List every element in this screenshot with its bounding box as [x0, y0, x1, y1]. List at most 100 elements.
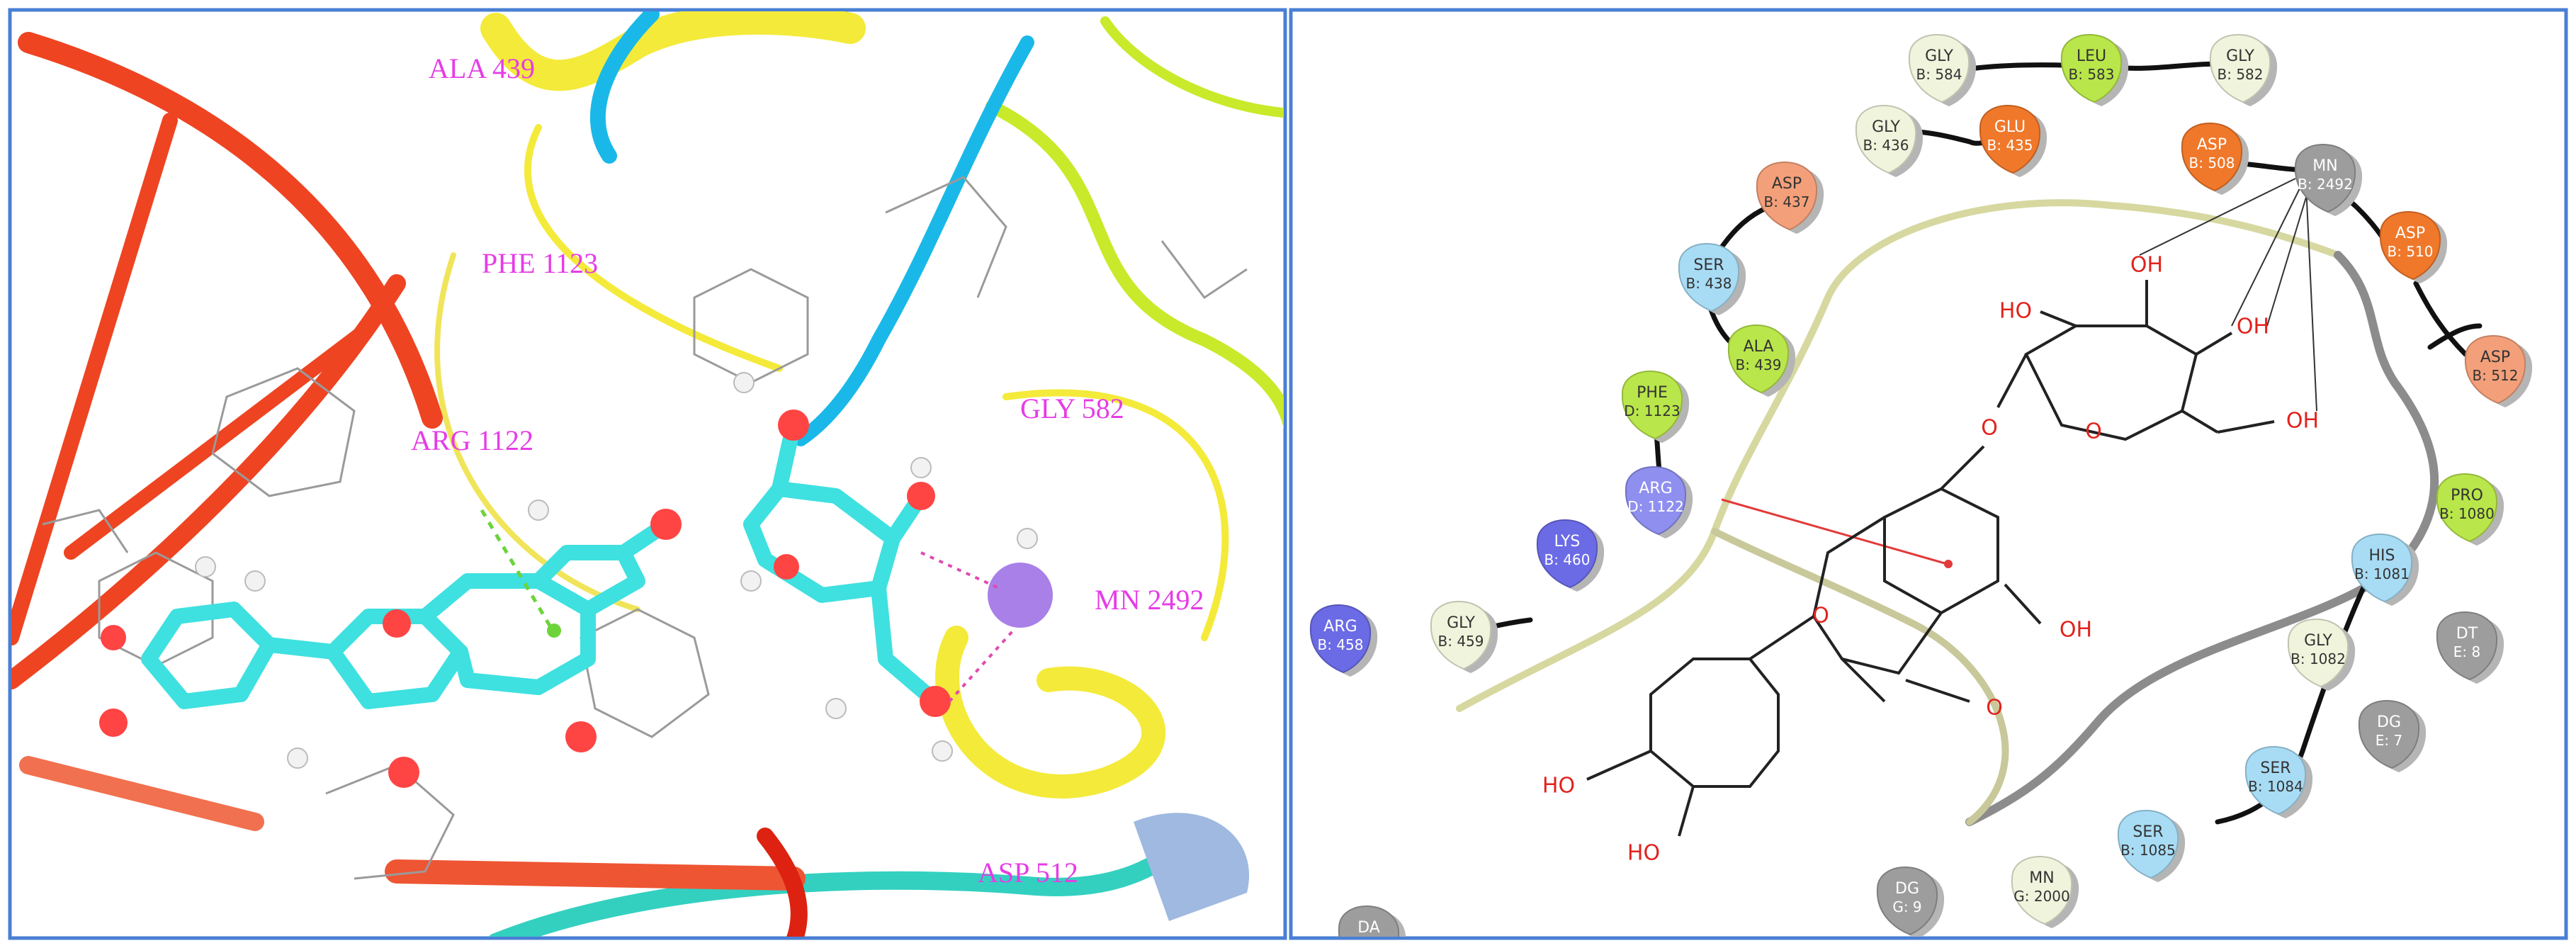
atom-o-sugar-ring: O	[2085, 419, 2102, 444]
residue-name: GLU	[1994, 118, 2026, 136]
residue-body	[2244, 746, 2307, 816]
residue-body	[2287, 619, 2349, 688]
atom-ho-1: HO	[1999, 299, 2032, 324]
residue-name: ASP	[2395, 225, 2425, 242]
residue-dg9: DGG: 9	[1876, 867, 1945, 937]
residue-chain: B: 437	[1764, 193, 1810, 210]
label-arg1122: ARG 1122	[411, 424, 533, 456]
protein-helix-blue	[1134, 813, 1250, 921]
label-mn2492: MN 2492	[1095, 584, 1204, 616]
residue-body	[2011, 856, 2073, 925]
residue-name: DG	[1895, 880, 1919, 898]
residue-chain: B: 583	[2069, 66, 2115, 83]
atom-o-keto: O	[1986, 696, 2003, 721]
residue-chain: G: 2000	[2013, 888, 2070, 905]
residue-name: GLY	[1447, 614, 1475, 632]
residue-body	[2181, 123, 2243, 192]
residue-body	[1430, 601, 1492, 670]
dna-backbone	[11, 32, 808, 937]
residue-name: PRO	[2451, 487, 2483, 504]
residue-chain: B: 1080	[2439, 505, 2495, 522]
residue-chain: B: 1084	[2248, 778, 2303, 795]
residue-chain: B: 512	[2473, 367, 2519, 384]
residue-body	[2436, 473, 2498, 543]
residue-body	[1979, 105, 2041, 174]
atom-oh-2: OH	[2237, 315, 2269, 339]
residue-body	[1908, 34, 1970, 103]
metal-coordination-lines	[920, 551, 1015, 703]
atom-ho-catechol-1: HO	[1542, 774, 1575, 799]
residue-name: DG	[2377, 713, 2401, 731]
left-panel-3d-view: ALA 439 PHE 1123 GLY 582 ARG 1122 MN 249…	[8, 8, 1287, 940]
pi-centroid	[1944, 560, 1953, 568]
residue-name: HIS	[2369, 547, 2395, 565]
residue-dg7: DGE: 7	[2358, 700, 2427, 772]
residue-chain: B: 435	[1987, 137, 2033, 154]
residue-da: DA	[1338, 905, 1406, 937]
ligand-stick-model	[99, 372, 1038, 788]
residue-body	[2351, 534, 2413, 603]
residue-chain: B: 1081	[2354, 565, 2410, 582]
label-asp512: ASP 512	[978, 857, 1078, 888]
protein-ribbon-green	[985, 16, 1284, 429]
label-gly582: GLY 582	[1020, 393, 1124, 424]
residue-name: SER	[2132, 823, 2163, 841]
residue-name: ASP	[1772, 175, 1802, 193]
residue-chain: B: 508	[2189, 154, 2235, 171]
residue-name: SER	[2260, 760, 2290, 777]
residue-chain: B: 2492	[2298, 176, 2353, 193]
residue-dt8: DTE: 8	[2436, 611, 2504, 684]
residue-body	[2358, 700, 2420, 769]
label-ala439: ALA 439	[429, 52, 535, 84]
pi-cation-interaction	[1721, 498, 1945, 565]
ligand-2d-structure: OH HO OH OH O O O OH O HO HO	[1542, 253, 2319, 866]
atom-o-glycosidic: O	[1981, 416, 1998, 441]
residue-chain: B: 584	[1916, 66, 1962, 83]
residue-chain: B: 439	[1736, 356, 1782, 373]
residue-chain: B: 458	[1318, 636, 1364, 653]
residue-body	[2436, 611, 2498, 681]
pocket-outline-lower	[1711, 528, 2009, 825]
mn-coordination-lines	[2139, 178, 2317, 412]
mn-ion-sphere	[988, 563, 1053, 628]
residue-name: LEU	[2077, 47, 2106, 65]
residue-name: ARG	[1639, 480, 1672, 497]
residue-body	[2464, 335, 2526, 405]
residue-body	[2379, 211, 2441, 281]
residue-body	[1621, 371, 1683, 440]
residue-body	[1678, 243, 1740, 312]
atom-ho-catechol-2: HO	[1627, 841, 1660, 866]
residue-chain: B: 582	[2218, 66, 2264, 83]
residue-name: PHE	[1637, 384, 1668, 402]
residue-body	[1876, 867, 1938, 936]
residue-body	[2209, 34, 2271, 103]
residue-name: MN	[2029, 869, 2054, 887]
residue-mn2000: MNG: 2000	[2011, 856, 2079, 928]
residue-name: DA	[1357, 919, 1380, 937]
residue-body	[1309, 604, 1372, 674]
residue-body	[1855, 105, 1917, 174]
atom-oh-5: OH	[2060, 618, 2092, 643]
residue-name: GLY	[2226, 47, 2254, 65]
atom-oh-1: OH	[2130, 253, 2163, 278]
residue-body	[1625, 466, 1687, 536]
residue-chain: B: 460	[1544, 551, 1591, 568]
label-phe1123: PHE 1123	[482, 247, 598, 279]
residue-chain: B: 459	[1438, 633, 1484, 650]
